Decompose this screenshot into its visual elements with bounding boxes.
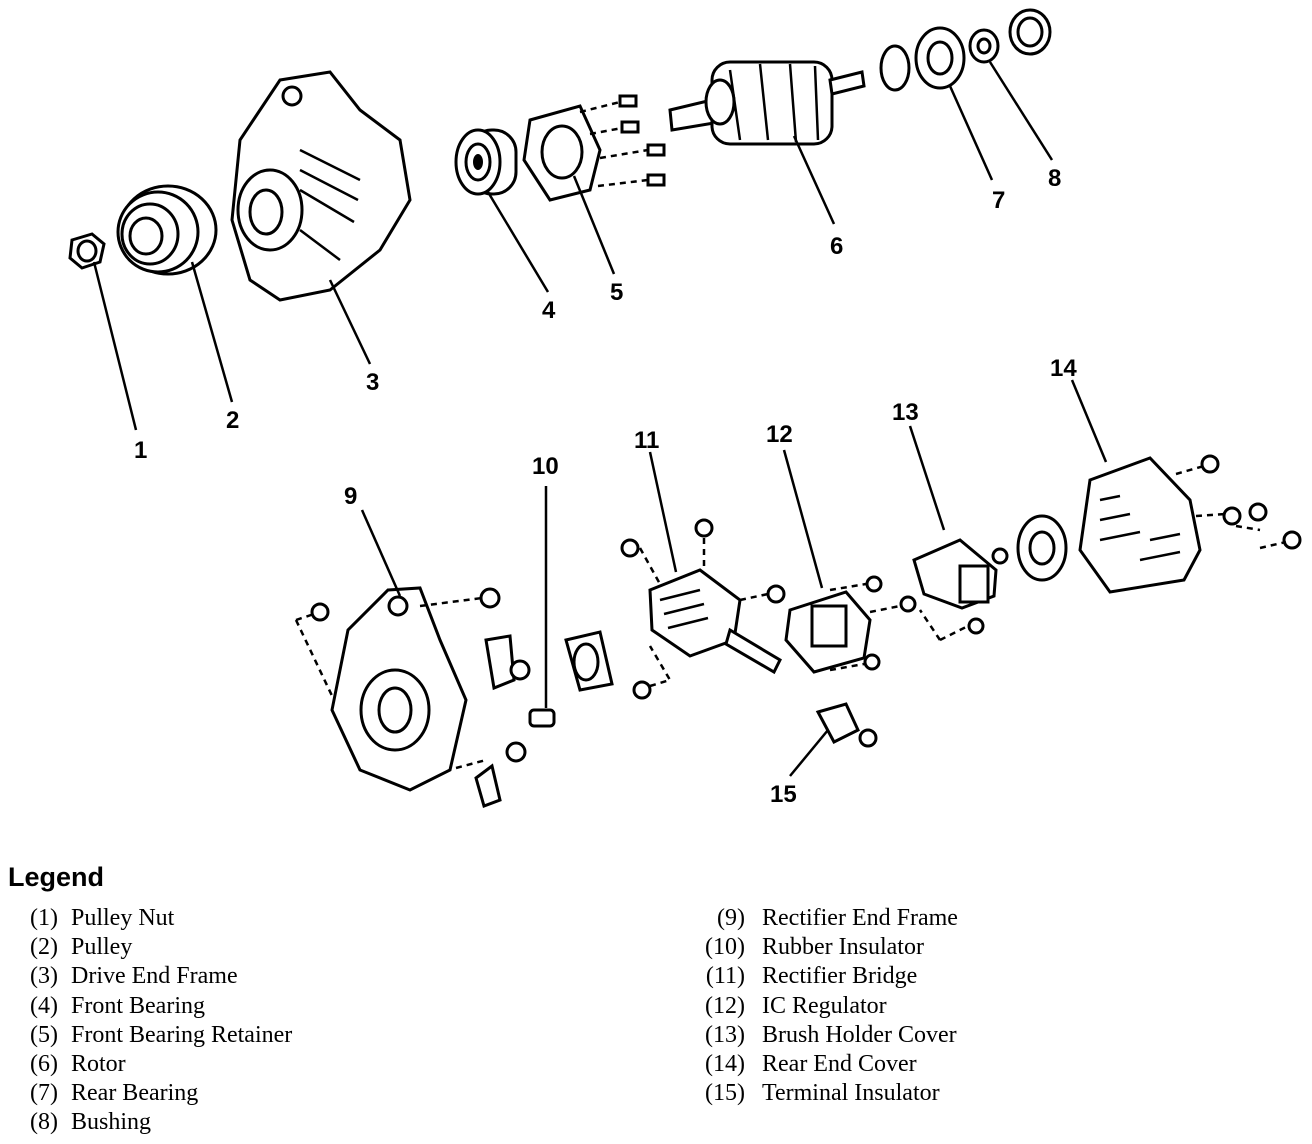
legend-column-left: (1) Pulley Nut (2) Pulley (3) Drive End Fra… — [18, 904, 292, 1138]
legend-number: (2) — [30, 934, 58, 961]
drive-end-frame-part — [230, 70, 412, 302]
legend-item: (7) Rear Bearing — [18, 1079, 198, 1108]
seal-part — [564, 630, 614, 692]
rear-bearing-part — [879, 26, 966, 92]
pulley-part — [116, 184, 218, 276]
legend-item: (13) Brush Holder Cover — [690, 1021, 957, 1050]
legend-number: (7) — [30, 1080, 58, 1107]
rectifier-bridge-part — [620, 518, 786, 700]
legend-number: (14) — [705, 1050, 745, 1077]
front-bearing-part — [454, 128, 518, 196]
legend-item: (12) IC Regulator — [690, 992, 887, 1021]
legend-label: Pulley — [71, 934, 133, 961]
exploded-alternator-diagram: 1 2 3 4 5 6 7 8 9 10 11 12 13 14 15 — [68, 8, 1302, 808]
ic-regulator-part — [784, 575, 917, 674]
front-bearing-retainer-part — [522, 94, 666, 202]
legend-label: Pulley Nut — [71, 905, 175, 931]
callout-14: 14 — [1050, 355, 1077, 382]
callout-15: 15 — [770, 781, 797, 808]
legend-item: (1) Pulley Nut — [18, 904, 174, 933]
terminal-insulator-part — [815, 702, 878, 748]
rectifier-end-frame-part — [294, 586, 531, 808]
legend-number: (15) — [705, 1080, 745, 1107]
legend-number: (11) — [705, 963, 745, 990]
legend-label: Rear Bearing — [71, 1080, 199, 1107]
legend-label: Bushing — [71, 1109, 152, 1136]
callout-4: 4 — [542, 297, 556, 324]
legend-item: (8) Bushing — [18, 1108, 151, 1137]
leader-lines — [92, 61, 1108, 777]
callout-9: 9 — [344, 483, 357, 510]
callout-10: 10 — [532, 453, 559, 480]
legend-title: Legend — [8, 862, 105, 892]
callout-7: 7 — [992, 187, 1005, 214]
legend-number: (4) — [30, 992, 58, 1019]
legend-label: Rectifier End Frame — [762, 905, 958, 931]
legend-number: (1) — [30, 905, 58, 931]
legend-number: (9) — [717, 905, 745, 931]
rotor-part — [668, 60, 866, 146]
callout-6: 6 — [830, 233, 843, 260]
bushing-part — [968, 8, 1052, 64]
legend-number: (13) — [705, 1021, 745, 1048]
legend-number: (6) — [30, 1050, 58, 1077]
legend-number: (12) — [705, 992, 745, 1019]
legend-label: Rectifier Bridge — [762, 963, 918, 990]
legend-item: (11) Rectifier Bridge — [690, 962, 917, 991]
legend-label: Drive End Frame — [71, 963, 238, 990]
rear-cover-bearing-part — [1016, 514, 1068, 582]
legend-label: Front Bearing Retainer — [71, 1021, 293, 1048]
legend-label: Rubber Insulator — [762, 934, 924, 961]
legend-number: (10) — [705, 934, 745, 961]
legend-item: (5) Front Bearing Retainer — [18, 1021, 292, 1050]
legend-label: Terminal Insulator — [762, 1080, 940, 1107]
legend-column-right: (9) Rectifier End Frame (10) Rubber Insula… — [690, 904, 958, 1108]
callout-12: 12 — [766, 421, 793, 448]
callout-5: 5 — [610, 279, 623, 306]
legend-item: (15) Terminal Insulator — [690, 1079, 940, 1108]
legend-number: (3) — [30, 963, 58, 990]
legend-label: Front Bearing — [71, 992, 205, 1019]
legend-number: (5) — [30, 1021, 58, 1048]
callout-8: 8 — [1048, 165, 1061, 192]
callout-13: 13 — [892, 399, 919, 426]
callout-1: 1 — [134, 437, 147, 464]
legend-item: (3) Drive End Frame — [18, 962, 238, 991]
brush-holder-cover-part — [912, 538, 1009, 642]
legend-item: (10) Rubber Insulator — [690, 933, 924, 962]
legend-label: Rotor — [71, 1050, 126, 1077]
legend-item: (14) Rear End Cover — [690, 1050, 917, 1079]
rubber-insulator-part — [528, 708, 556, 728]
legend-label: IC Regulator — [762, 992, 887, 1019]
rear-end-cover-part — [1078, 454, 1302, 594]
legend-item: (9) Rectifier End Frame — [690, 904, 958, 933]
legend-item: (6) Rotor — [18, 1050, 126, 1079]
legend-label: Rear End Cover — [762, 1050, 917, 1077]
callout-2: 2 — [226, 407, 239, 434]
legend-number: (8) — [30, 1109, 58, 1136]
callout-11: 11 — [634, 427, 659, 454]
legend-label: Brush Holder Cover — [762, 1021, 957, 1048]
legend-item: (4) Front Bearing — [18, 992, 205, 1021]
pulley-nut-part — [68, 232, 106, 270]
callout-3: 3 — [366, 369, 379, 396]
legend-item: (2) Pulley — [18, 933, 132, 962]
